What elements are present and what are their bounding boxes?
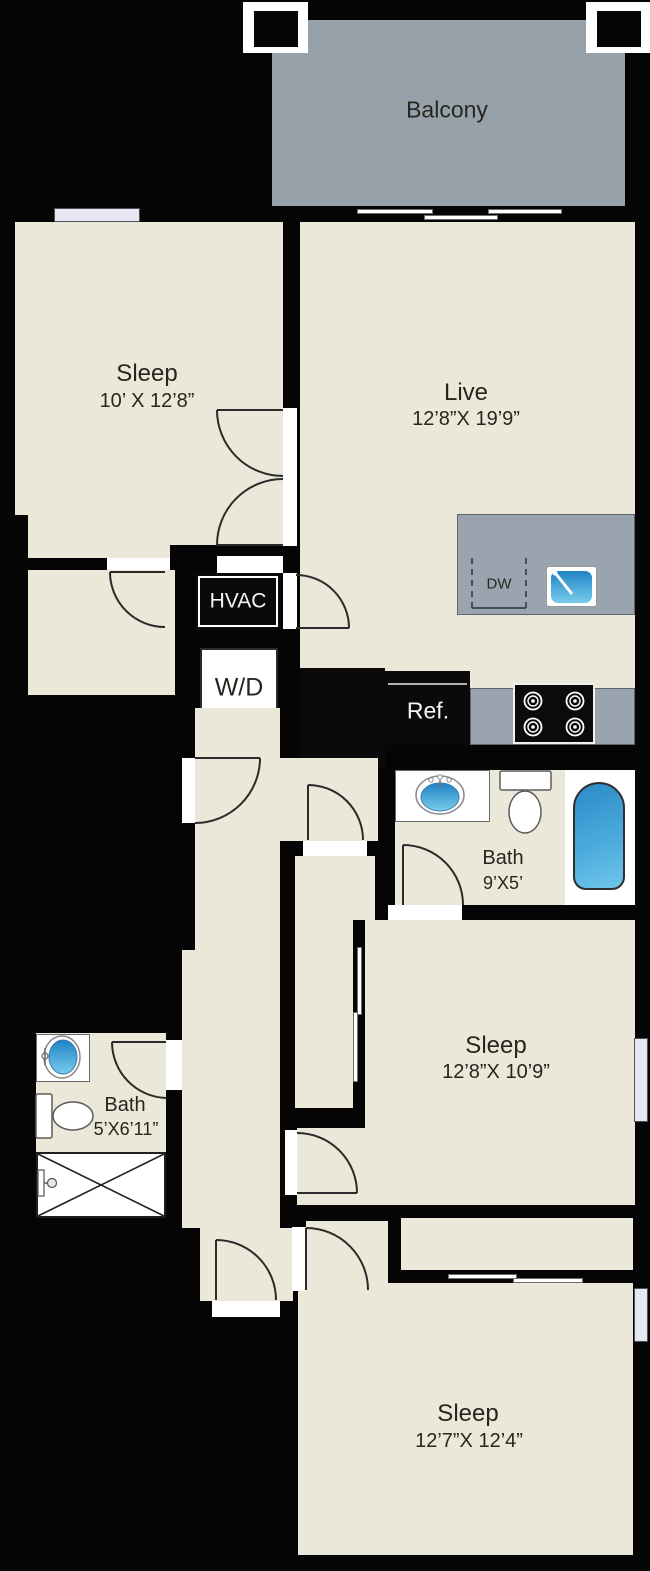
closet-floor [28,570,175,695]
door-opening [303,841,367,856]
balcony-sliding-door-panel [357,209,433,214]
hvac-label: HVAC [209,589,267,613]
linen-closet-floor [295,856,375,920]
bath2-vanity [36,1034,90,1082]
room-live-floor [300,222,635,688]
balcony-label: Balcony [406,96,488,123]
entry-door-opening [182,758,195,823]
refrigerator-label: Ref. [406,697,450,724]
room-dims-sleep1: 10’ X 12’8” [99,390,195,412]
closet-sliding-door [353,1012,358,1082]
room-sleep3-floor [306,1221,388,1283]
room-sleep1-floor [28,515,283,545]
room-sleep1-floor [28,545,170,558]
wall [300,668,385,768]
hallway-floor [280,758,378,841]
balcony-floor [272,20,625,206]
stove [513,683,595,744]
door-opening [283,408,297,546]
dishwasher-label: DW [486,575,512,593]
room-label-sleep2: Sleep [465,1032,527,1059]
room-dims-bath1: 9’X5’ [482,873,524,893]
room-dims-bath2: 5’X6’11” [93,1119,159,1139]
room-sleep2-floor [365,920,635,1205]
room-label-bath1: Bath [482,847,524,869]
hallway-floor [195,708,280,950]
closet-floor [401,1218,633,1270]
hallway-floor [200,1228,293,1301]
room-sleep3-floor [298,1283,633,1555]
room-dims-live: 12’8”X 19’9” [412,408,520,430]
balcony-sliding-door-panel [488,209,562,214]
room-label-sleep3: Sleep [437,1400,499,1427]
balcony-column-right-core [597,11,641,47]
room-label-sleep1: Sleep [116,360,178,387]
door-opening [283,573,297,629]
bathtub [573,782,625,890]
hallway-floor [182,950,280,1228]
hvac-frame [198,576,278,627]
room-dims-sleep3: 12’7”X 12’4” [415,1430,523,1452]
door-opening [217,556,283,573]
room-sleep2-floor [297,1128,365,1205]
window [54,208,140,222]
entry-door-opening [212,1301,280,1317]
closet-sliding-door [513,1278,583,1283]
balcony-column-left-core [254,11,298,47]
bath1-vanity [395,770,490,822]
window [634,1288,648,1342]
door-opening [292,1227,306,1291]
door-opening [166,1040,182,1090]
balcony-sliding-door-panel [424,215,498,220]
hvac-closet [195,573,281,630]
kitchen-sink-basin [551,571,592,603]
closet-sliding-door [448,1274,517,1279]
window [634,1038,648,1122]
room-label-bath2: Bath [104,1094,146,1116]
door-opening [285,1130,297,1195]
closet-sliding-door [357,947,362,1015]
shower [36,1152,166,1218]
closet-floor [295,920,353,1108]
room-label-live: Live [443,379,489,406]
washer-dryer-label: W/D [214,673,264,702]
door-opening [107,558,170,572]
room-dims-sleep2: 12’8”X 10’9” [442,1061,550,1083]
door-opening [388,905,462,920]
